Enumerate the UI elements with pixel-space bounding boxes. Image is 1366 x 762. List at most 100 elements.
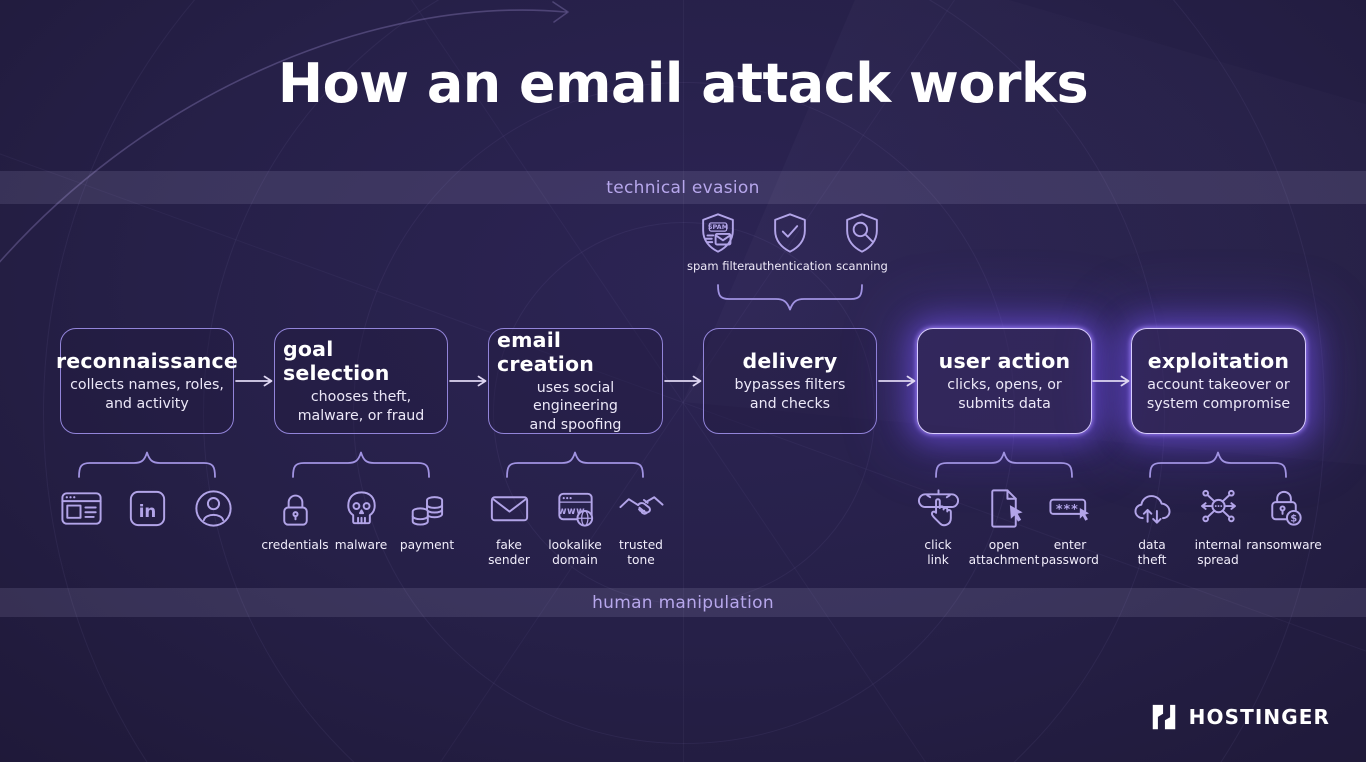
stage-title: exploitation bbox=[1147, 349, 1290, 374]
icon-label: enter password bbox=[1041, 538, 1099, 568]
icon-item: credentials bbox=[261, 485, 329, 553]
svg-text:www: www bbox=[557, 506, 584, 517]
group-brace bbox=[292, 451, 430, 478]
stage-subtitle: bypasses filters and checks bbox=[734, 377, 846, 412]
icon-item: open attachment bbox=[968, 485, 1040, 569]
group-brace bbox=[506, 451, 644, 478]
stage-subtitle: uses social engineering and spoofing bbox=[529, 380, 622, 433]
human-manipulation-band: human manipulation bbox=[0, 588, 1366, 617]
spam-filter-icon: SPAM bbox=[702, 213, 734, 253]
padlock-icon bbox=[282, 494, 308, 526]
svg-text:in: in bbox=[138, 502, 156, 521]
stage-box-delivery: delivery bypasses filters and checks bbox=[703, 328, 877, 434]
internal-spread-icon bbox=[1200, 489, 1236, 523]
icon-item: *** enter password bbox=[1037, 485, 1103, 569]
flow-arrow-icon bbox=[449, 375, 487, 387]
stage-title: delivery bbox=[742, 349, 838, 374]
tech-item-label: authentication bbox=[748, 259, 832, 273]
group-brace bbox=[1149, 451, 1287, 478]
icon-item: $ ransomware bbox=[1246, 485, 1322, 569]
goal-selection-items-group: credentials malware p bbox=[261, 448, 461, 553]
icon-label: internal spread bbox=[1194, 538, 1242, 568]
stage-box-exploitation: exploitation account takeover or system … bbox=[1131, 328, 1306, 434]
stage-subtitle: collects names, roles, and activity bbox=[70, 377, 224, 412]
tech-item-authentication: authentication bbox=[748, 210, 832, 273]
scanning-icon bbox=[846, 213, 878, 253]
icon-label: payment bbox=[399, 538, 455, 552]
tech-item-spam-filter: SPAM spam filter bbox=[682, 210, 754, 273]
icon-label: open attachment bbox=[968, 538, 1040, 568]
icon-item: data theft bbox=[1119, 485, 1185, 569]
svg-text:SPAM: SPAM bbox=[708, 223, 728, 231]
technical-evasion-icons: SPAM spam filter authentication scanning bbox=[682, 210, 898, 273]
tech-item-scanning: scanning bbox=[826, 210, 898, 273]
email-creation-items-group: fake sender www lookalike domain bbox=[475, 448, 675, 569]
brace-technical-to-delivery bbox=[717, 284, 863, 311]
icon-label: fake sender bbox=[488, 538, 530, 568]
svg-text:$: $ bbox=[1290, 514, 1297, 525]
skull-icon bbox=[346, 491, 376, 525]
lookalike-domain-icon: www bbox=[557, 492, 593, 527]
decorative-arc-arrow bbox=[0, 1, 569, 263]
icon-item: in bbox=[114, 485, 180, 538]
technical-evasion-band: technical evasion bbox=[0, 171, 1366, 204]
stage-box-reconnaissance: reconnaissance collects names, roles, an… bbox=[56, 328, 238, 434]
icon-label: ransomware bbox=[1246, 538, 1322, 552]
stage-box-user-action: user action clicks, opens, or submits da… bbox=[917, 328, 1092, 434]
icon-item: internal spread bbox=[1185, 485, 1251, 569]
authentication-icon bbox=[774, 213, 806, 253]
hostinger-wordmark: HOSTINGER bbox=[1188, 705, 1330, 729]
envelope-icon bbox=[490, 496, 528, 522]
stage-title: email creation bbox=[497, 328, 595, 377]
exploitation-items-group: data theft internal spread bbox=[1118, 448, 1322, 569]
icon-item: www lookalike domain bbox=[542, 485, 608, 569]
stage-box-email-creation: email creation uses social engineering a… bbox=[488, 328, 663, 434]
icon-item bbox=[48, 485, 114, 538]
group-brace bbox=[935, 451, 1073, 478]
browser-window-icon bbox=[60, 492, 102, 525]
icon-item: fake sender bbox=[476, 485, 542, 569]
flow-arrow-icon bbox=[878, 375, 916, 387]
icon-item: malware bbox=[328, 485, 394, 553]
hostinger-logo: HOSTINGER bbox=[1149, 702, 1330, 732]
svg-text:***: *** bbox=[1055, 501, 1078, 516]
icon-label: trusted tone bbox=[619, 538, 663, 568]
icon-label: click link bbox=[924, 538, 952, 568]
icon-item: click link bbox=[905, 485, 971, 569]
coins-icon bbox=[411, 496, 443, 526]
flow-arrow-icon bbox=[235, 375, 273, 387]
stage-subtitle: chooses theft, malware, or fraud bbox=[297, 389, 425, 424]
icon-item: payment bbox=[394, 485, 460, 553]
stage-title: goal selection bbox=[283, 337, 390, 386]
icon-label: malware bbox=[334, 538, 388, 552]
ransomware-icon: $ bbox=[1270, 490, 1302, 526]
stage-title: reconnaissance bbox=[56, 349, 238, 374]
linkedin-icon: in bbox=[129, 490, 165, 527]
icon-label: data theft bbox=[1137, 538, 1167, 568]
hostinger-logo-icon bbox=[1152, 704, 1175, 730]
tech-item-label: scanning bbox=[836, 259, 888, 273]
stage-subtitle: account takeover or system compromise bbox=[1146, 377, 1291, 412]
reconnaissance-items-group: in bbox=[47, 448, 247, 538]
stage-subtitle: clicks, opens, or submits data bbox=[947, 377, 1062, 412]
user-action-items-group: click link open attachment *** enter pas… bbox=[904, 448, 1104, 569]
flow-arrow-icon bbox=[1092, 375, 1130, 387]
icon-item: trusted tone bbox=[608, 485, 674, 569]
handshake-icon bbox=[618, 496, 664, 515]
page-title: How an email attack works bbox=[277, 52, 1089, 115]
person-profile-icon bbox=[194, 490, 232, 527]
human-manipulation-label: human manipulation bbox=[592, 592, 774, 613]
technical-evasion-label: technical evasion bbox=[606, 177, 760, 198]
stage-title: user action bbox=[938, 349, 1071, 374]
open-attachment-icon bbox=[990, 489, 1023, 528]
stage-box-goal-selection: goal selection chooses theft, malware, o… bbox=[274, 328, 448, 434]
icon-label: credentials bbox=[261, 538, 329, 552]
click-link-icon bbox=[917, 489, 959, 527]
flow-arrow-icon bbox=[664, 375, 702, 387]
enter-password-icon: *** bbox=[1048, 498, 1089, 521]
group-brace bbox=[78, 451, 216, 478]
tech-item-label: spam filter bbox=[687, 259, 749, 273]
data-theft-icon bbox=[1133, 495, 1171, 524]
icon-item bbox=[180, 485, 246, 538]
